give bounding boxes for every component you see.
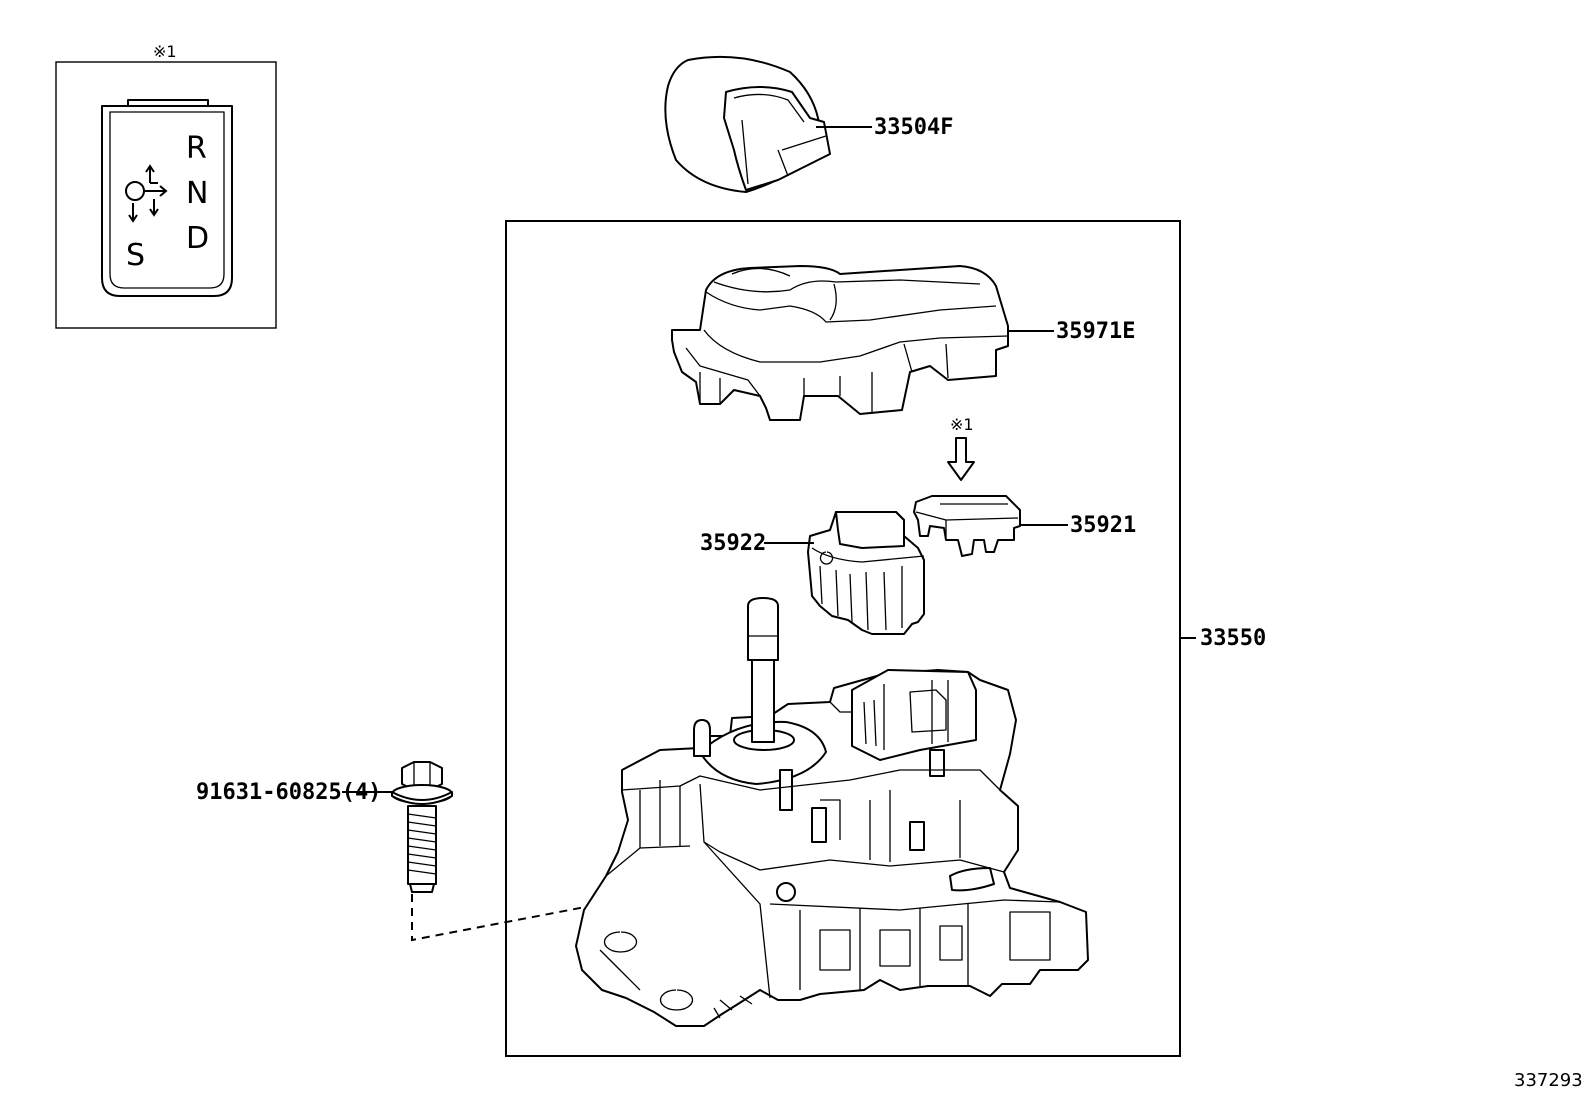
diagram-reference-id: 337293	[1514, 1070, 1583, 1091]
shift-lever-base-assembly	[575, 597, 1089, 1027]
shift-direction-arrows-icon	[125, 164, 168, 223]
label-35922: 35922	[700, 531, 766, 556]
label-33504f: 33504F	[874, 115, 953, 140]
inset-note-mark: ※1	[153, 42, 177, 61]
gate-letter-s: S	[126, 238, 145, 273]
shift-lever-cover	[671, 265, 1009, 421]
switch-35921	[913, 495, 1021, 557]
label-91631-60825: 91631-60825(4)	[196, 780, 381, 805]
label-35921: 35921	[1070, 513, 1136, 538]
inset-frame	[55, 61, 277, 329]
gate-letter-n: N	[186, 176, 208, 211]
shift-plate	[101, 105, 233, 297]
flange-bolt	[391, 761, 453, 893]
gate-letter-d: D	[186, 221, 209, 256]
inset-shift-pattern: ※1 R N D S	[55, 42, 277, 329]
shift-knob	[664, 55, 831, 193]
gate-letter-r: R	[186, 131, 207, 166]
label-35971e: 35971E	[1056, 319, 1135, 344]
plate-top-slot	[127, 99, 209, 107]
label-33550: 33550	[1200, 626, 1266, 651]
arrow-note-mark: ※1	[950, 415, 974, 434]
switch-35922	[807, 511, 925, 635]
bolt-install-path	[411, 894, 623, 942]
down-arrow-icon	[947, 437, 975, 481]
